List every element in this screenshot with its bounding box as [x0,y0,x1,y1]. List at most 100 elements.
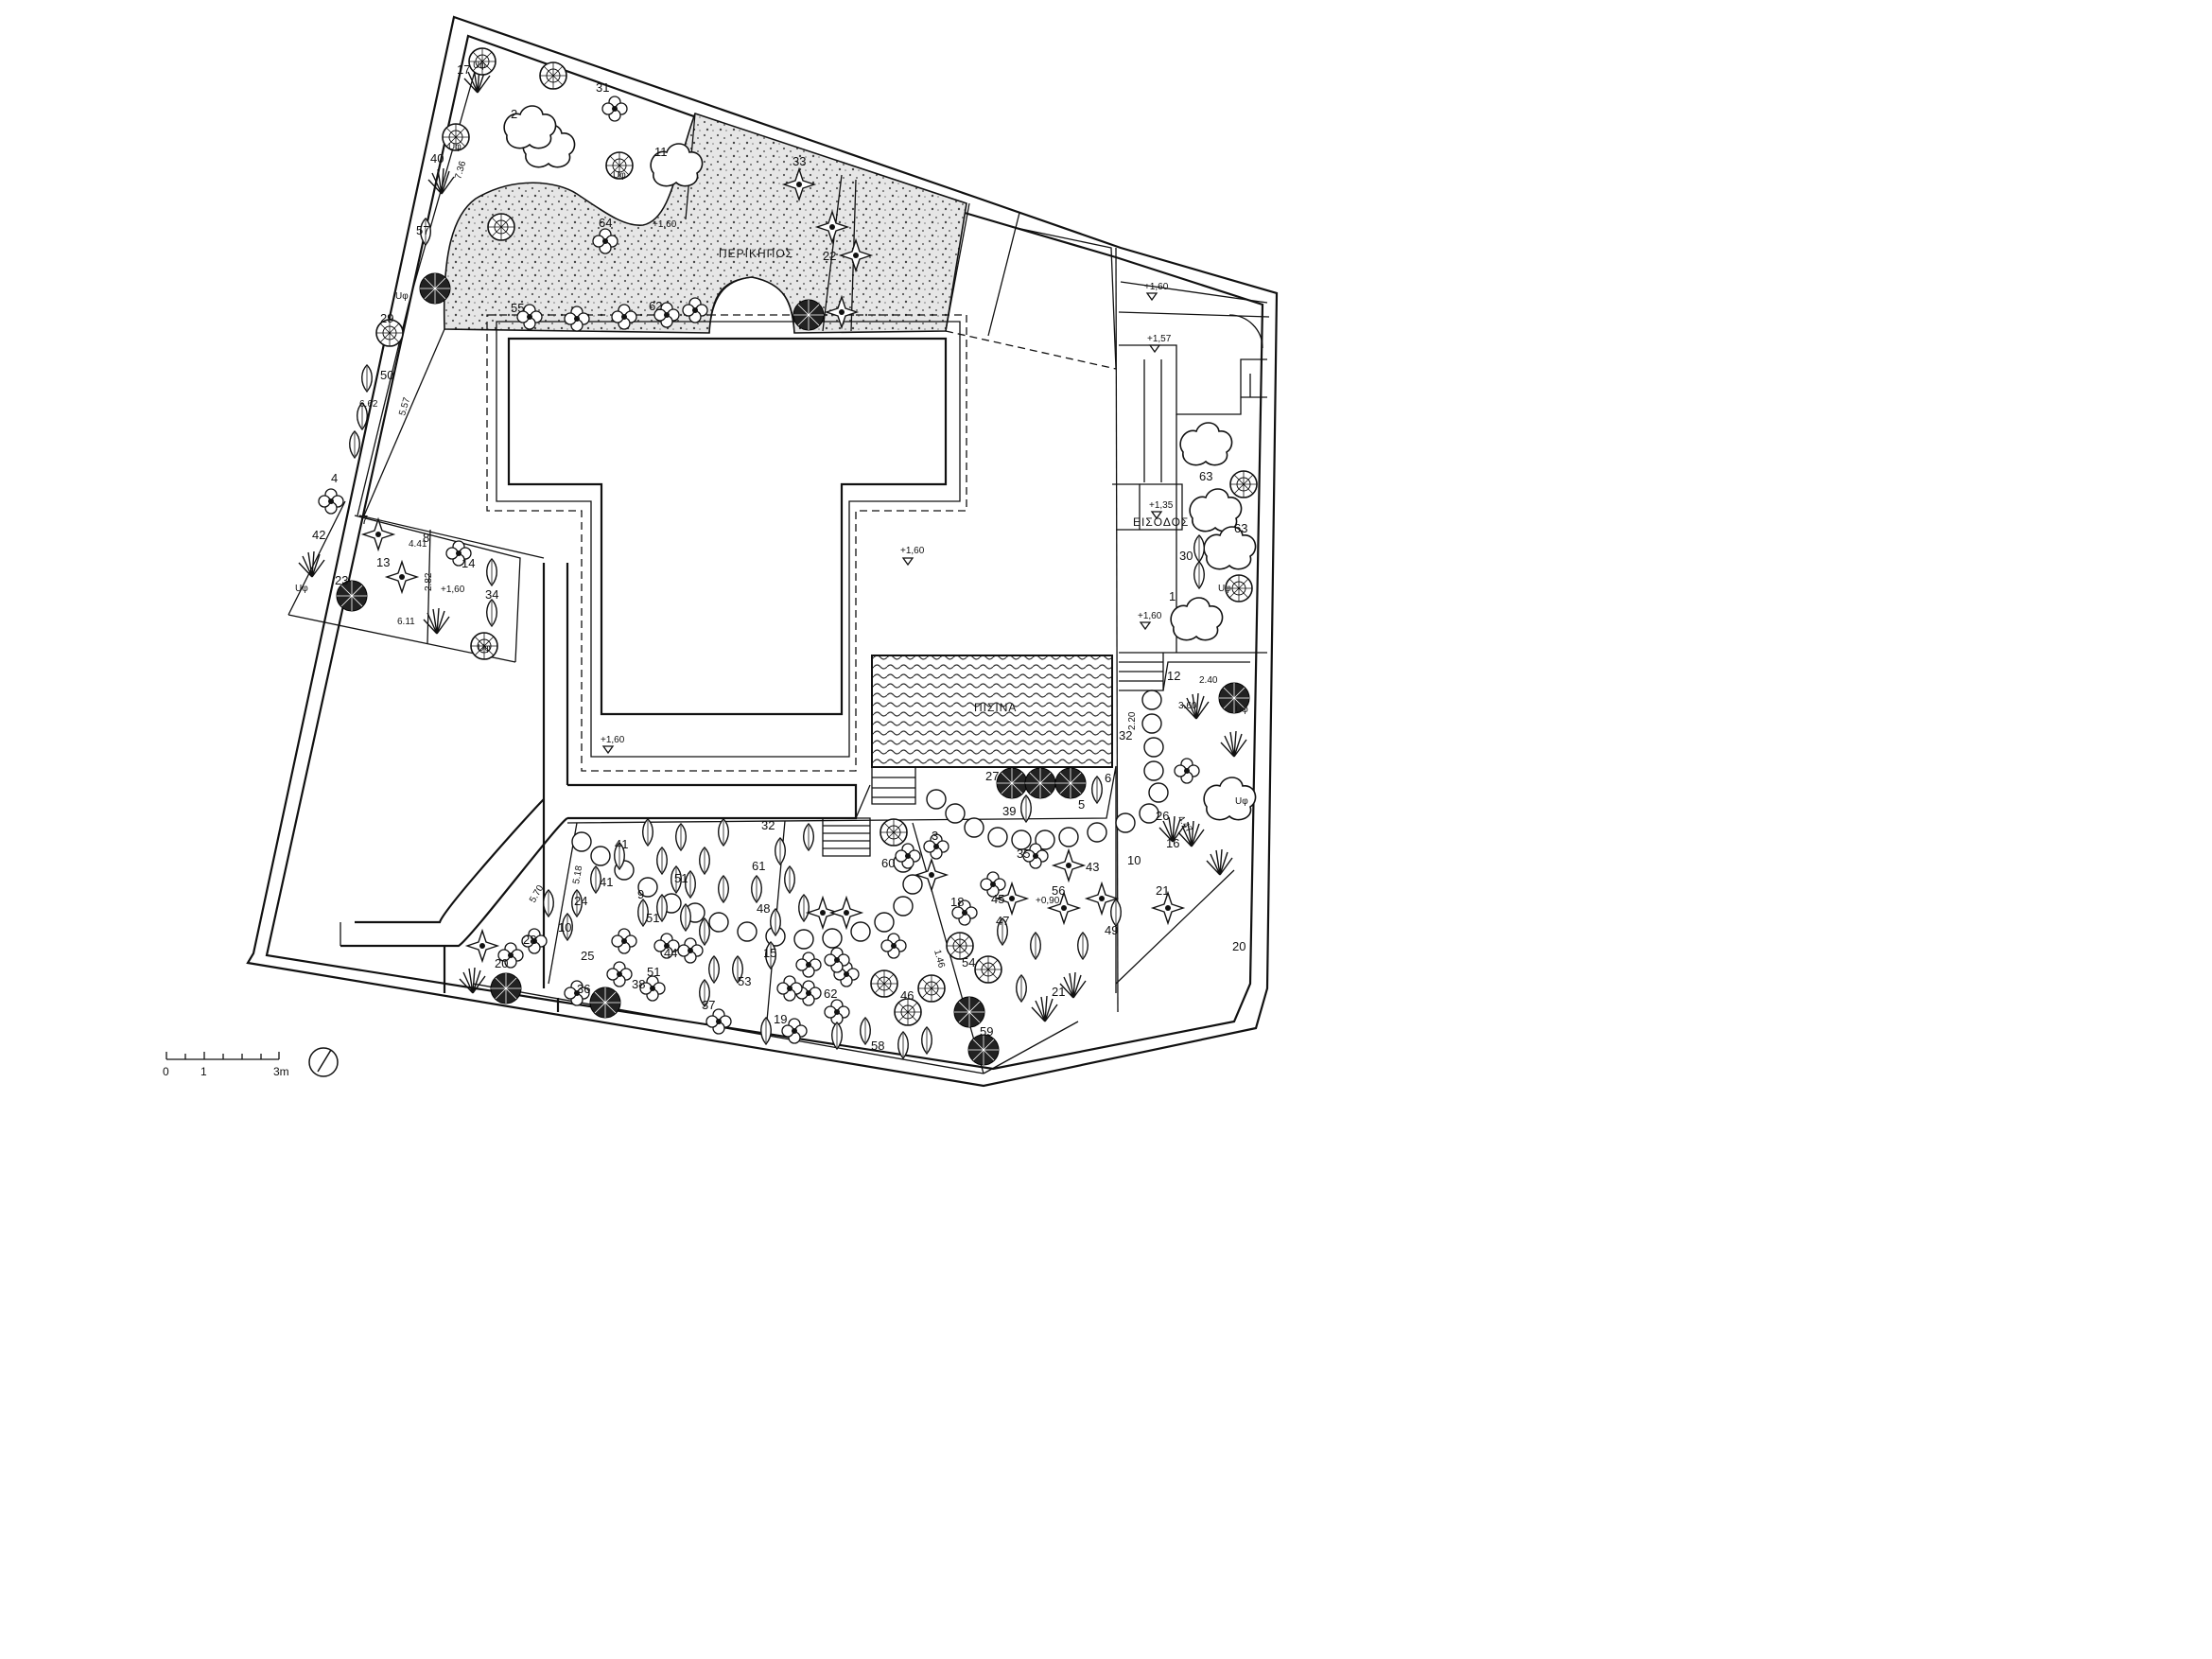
svg-text:0: 0 [163,1065,169,1078]
level-marker-house: +1,60 [900,546,925,567]
svg-text:21: 21 [1052,985,1065,999]
svg-text:Uφ: Uφ [473,61,486,71]
svg-text:47: 47 [996,914,1009,928]
svg-text:+1,60: +1,60 [653,219,677,230]
svg-text:6.11: 6.11 [397,617,415,627]
svg-text:+0,90: +0,90 [1036,896,1060,906]
svg-text:53: 53 [738,974,751,988]
svg-text:23: 23 [335,573,348,587]
svg-text:51: 51 [674,871,688,885]
svg-text:Uφ: Uφ [613,170,626,181]
level-marker-front-garden: +0,90 [1036,896,1060,906]
svg-text:57: 57 [416,223,429,237]
svg-text:50: 50 [380,368,393,382]
svg-text:27: 27 [985,769,999,783]
label-pool: ΠΙΣΙΝΑ [974,701,1017,714]
svg-text:45: 45 [991,892,1004,906]
svg-text:29: 29 [380,311,393,325]
svg-text:1.46: 1.46 [932,949,947,969]
level-marker-entry-mid: +1,57 [1147,334,1172,354]
svg-text:46: 46 [900,988,914,1003]
svg-text:64: 64 [599,216,612,230]
svg-text:5.57: 5.57 [397,396,412,417]
svg-text:62: 62 [649,299,662,313]
north-arrow-icon [308,1047,339,1077]
svg-text:6: 6 [1105,771,1111,785]
svg-text:Uφ: Uφ [1235,796,1248,807]
svg-text:37: 37 [702,998,715,1012]
west-planter [287,61,545,663]
level-markers: +1,60 +1,60 +1,57 +1,35 +1,60 +1,60 +1,6… [441,219,1174,906]
svg-text:1: 1 [200,1065,207,1078]
svg-text:3: 3 [932,829,938,843]
svg-text:62: 62 [824,987,837,1001]
level-marker-right-garden: +1,60 [1138,611,1162,631]
svg-text:4.41: 4.41 [409,539,427,550]
svg-text:32: 32 [1119,728,1132,742]
svg-text:+1,57: +1,57 [1147,334,1172,344]
plant-numbers: 17 31 2 11 40 57 64 33 22 55 62 29 50 4 … [312,62,1247,1053]
svg-text:35: 35 [1017,847,1030,861]
level-marker-entry-step: +1,35 [1149,500,1174,520]
site-boundary [246,15,1279,1088]
svg-text:1: 1 [1169,589,1176,603]
svg-text:13: 13 [376,555,390,569]
svg-text:5.18: 5.18 [571,864,584,885]
svg-text:63: 63 [1234,521,1247,535]
stepping-stones [571,690,1169,950]
svg-text:Uφ: Uφ [1218,584,1231,594]
svg-text:4: 4 [331,471,338,485]
svg-text:59: 59 [980,1024,993,1039]
svg-text:6.62: 6.62 [359,399,378,410]
svg-text:49: 49 [1105,923,1118,937]
svg-text:44: 44 [664,946,677,960]
level-marker-left-terrace: +1,60 [441,585,465,595]
svg-text:60: 60 [881,856,895,870]
svg-text:61: 61 [752,859,765,873]
svg-text:Uφ: Uφ [448,142,462,152]
pool [871,655,1113,768]
svg-text:20: 20 [495,956,508,970]
svg-text:7: 7 [361,513,368,527]
svg-text:2: 2 [511,107,517,121]
svg-text:38: 38 [632,977,645,991]
svg-text:+1,60: +1,60 [601,735,625,745]
svg-text:9: 9 [637,887,644,901]
plants-front-garden [459,767,1186,1066]
svg-text:11: 11 [654,145,668,159]
svg-text:33: 33 [792,154,806,168]
svg-text:3m: 3m [273,1065,289,1078]
svg-text:51: 51 [646,911,659,925]
svg-text:+1,60: +1,60 [1138,611,1162,621]
svg-text:25: 25 [581,949,594,963]
svg-text:14: 14 [462,556,475,570]
svg-text:12: 12 [1167,669,1180,683]
svg-text:2.20: 2.20 [1127,711,1138,730]
svg-text:39: 39 [1002,804,1016,818]
svg-text:3.60: 3.60 [1178,701,1197,711]
svg-text:34: 34 [485,587,498,602]
svg-text:+1,60: +1,60 [441,585,465,595]
svg-text:Uφ: Uφ [295,584,308,594]
svg-text:Uφ: Uφ [395,291,409,302]
svg-text:16: 16 [1166,836,1179,850]
svg-text:42: 42 [312,528,325,542]
svg-text:55: 55 [511,301,524,315]
svg-text:18: 18 [950,895,964,909]
svg-text:10: 10 [558,920,571,934]
uf-markers: Uφ Uφ Uφ Uφ Uφ Uφ Uφ Uφ Uφ [295,61,1248,807]
svg-text:20: 20 [1232,939,1245,953]
svg-text:2.40: 2.40 [1199,675,1218,686]
svg-text:31: 31 [596,80,609,95]
gravel-arch [708,276,795,334]
pool-steps [822,767,916,857]
svg-text:63: 63 [1199,469,1212,483]
svg-text:15: 15 [763,946,776,960]
gravel-courtyard [443,112,967,334]
svg-text:10: 10 [1127,853,1141,867]
plants-east-garden [1170,422,1258,876]
svg-text:56: 56 [1052,883,1065,898]
svg-text:Uφ: Uφ [478,643,491,654]
svg-text:2.82: 2.82 [424,572,434,591]
